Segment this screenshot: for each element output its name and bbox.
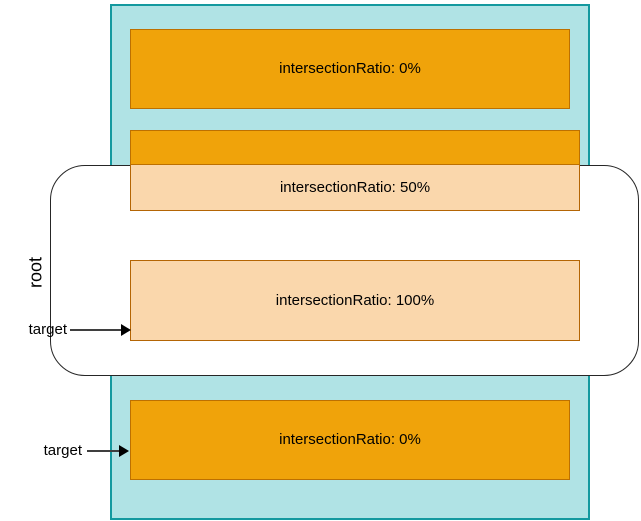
target-box-ratio-100-label: intersectionRatio: 100%: [275, 291, 435, 309]
target-box-ratio-50: intersectionRatio: 50%: [130, 130, 580, 211]
target-box-ratio-0-bottom-label: intersectionRatio: 0%: [279, 431, 421, 448]
target-box-ratio-0-bottom: intersectionRatio: 0%: [130, 400, 570, 480]
target-box-ratio-0-top: intersectionRatio: 0%: [130, 29, 570, 109]
target-box-ratio-100: intersectionRatio: 100%: [130, 260, 580, 341]
target-box-ratio-50-label: intersectionRatio: 50%: [279, 178, 431, 196]
target-box-ratio-50-inside-part: intersectionRatio: 50%: [130, 165, 580, 211]
arrowhead-right-icon: [121, 324, 131, 336]
target-label-bottom: target: [43, 442, 82, 459]
target-box-ratio-0-top-label: intersectionRatio: 0%: [279, 60, 421, 77]
arrowhead-right-icon: [119, 445, 129, 457]
target-arrow-top: [70, 329, 122, 331]
target-arrow-bottom: [87, 450, 120, 452]
root-label: root: [25, 256, 46, 289]
target-box-ratio-50-outside-part: [130, 130, 580, 165]
target-label-top: target: [28, 321, 67, 338]
